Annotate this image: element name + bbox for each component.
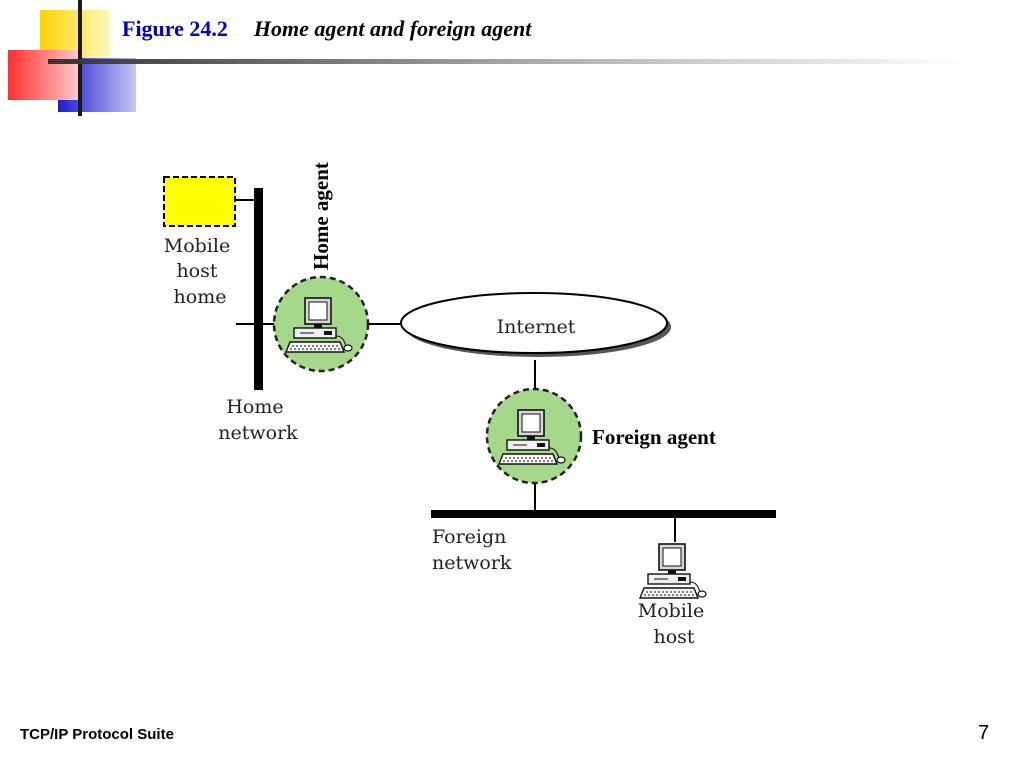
mobile-host-home-line-3: home [174,286,227,308]
foreign-network-label: Foreign network [432,526,512,574]
figure-caption: Home agent and foreign agent [253,16,532,41]
slide-title: Figure 24.2 Home agent and foreign agent [122,16,531,42]
home-network-line-1: Home [226,396,283,418]
red-corner-block [8,50,78,100]
internet-cloud [400,292,668,354]
footer-page-number: 7 [978,722,990,744]
mobile-host-home-box [163,176,236,227]
mobile-host-home-line-2: host [176,260,217,282]
mobile-host-home-label: Mobile host home [164,235,237,308]
foreign-network-line-1: Foreign [432,526,506,548]
foreign-network-bus [431,510,776,518]
foreign-agent-label: Foreign agent [592,425,716,449]
home-network-bus [254,188,263,390]
figure-number: Figure 24.2 [122,16,228,41]
header-rule [48,59,968,64]
foreign-network-line-2: network [432,552,512,574]
home-agent-label: Home agent [309,162,333,270]
home-network-label: Home network [218,396,298,444]
home-network-line-2: network [218,422,298,444]
mobile-host-line-1: Mobile [638,600,704,622]
internet-label: Internet [497,316,576,338]
corner-vertical-bar [78,0,82,116]
mobile-host-label: Mobile host [638,600,711,648]
mobile-host-line-2: host [653,626,694,648]
mobile-host-computer-icon [639,543,707,599]
footer-suite-name: TCP/IP Protocol Suite [20,726,174,743]
mobile-host-home-line-1: Mobile [164,235,230,257]
